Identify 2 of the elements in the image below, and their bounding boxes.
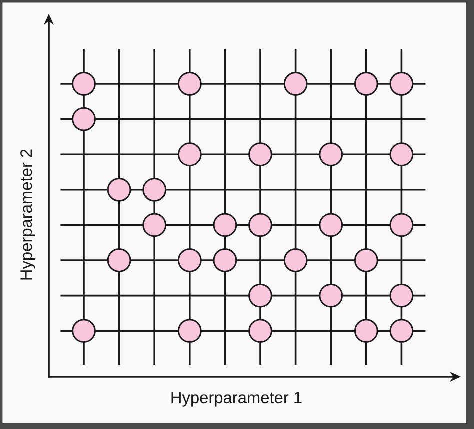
axis-label: Hyperparameter 2 <box>20 150 36 280</box>
axis-label: Hyperparameter 1 <box>172 392 302 407</box>
